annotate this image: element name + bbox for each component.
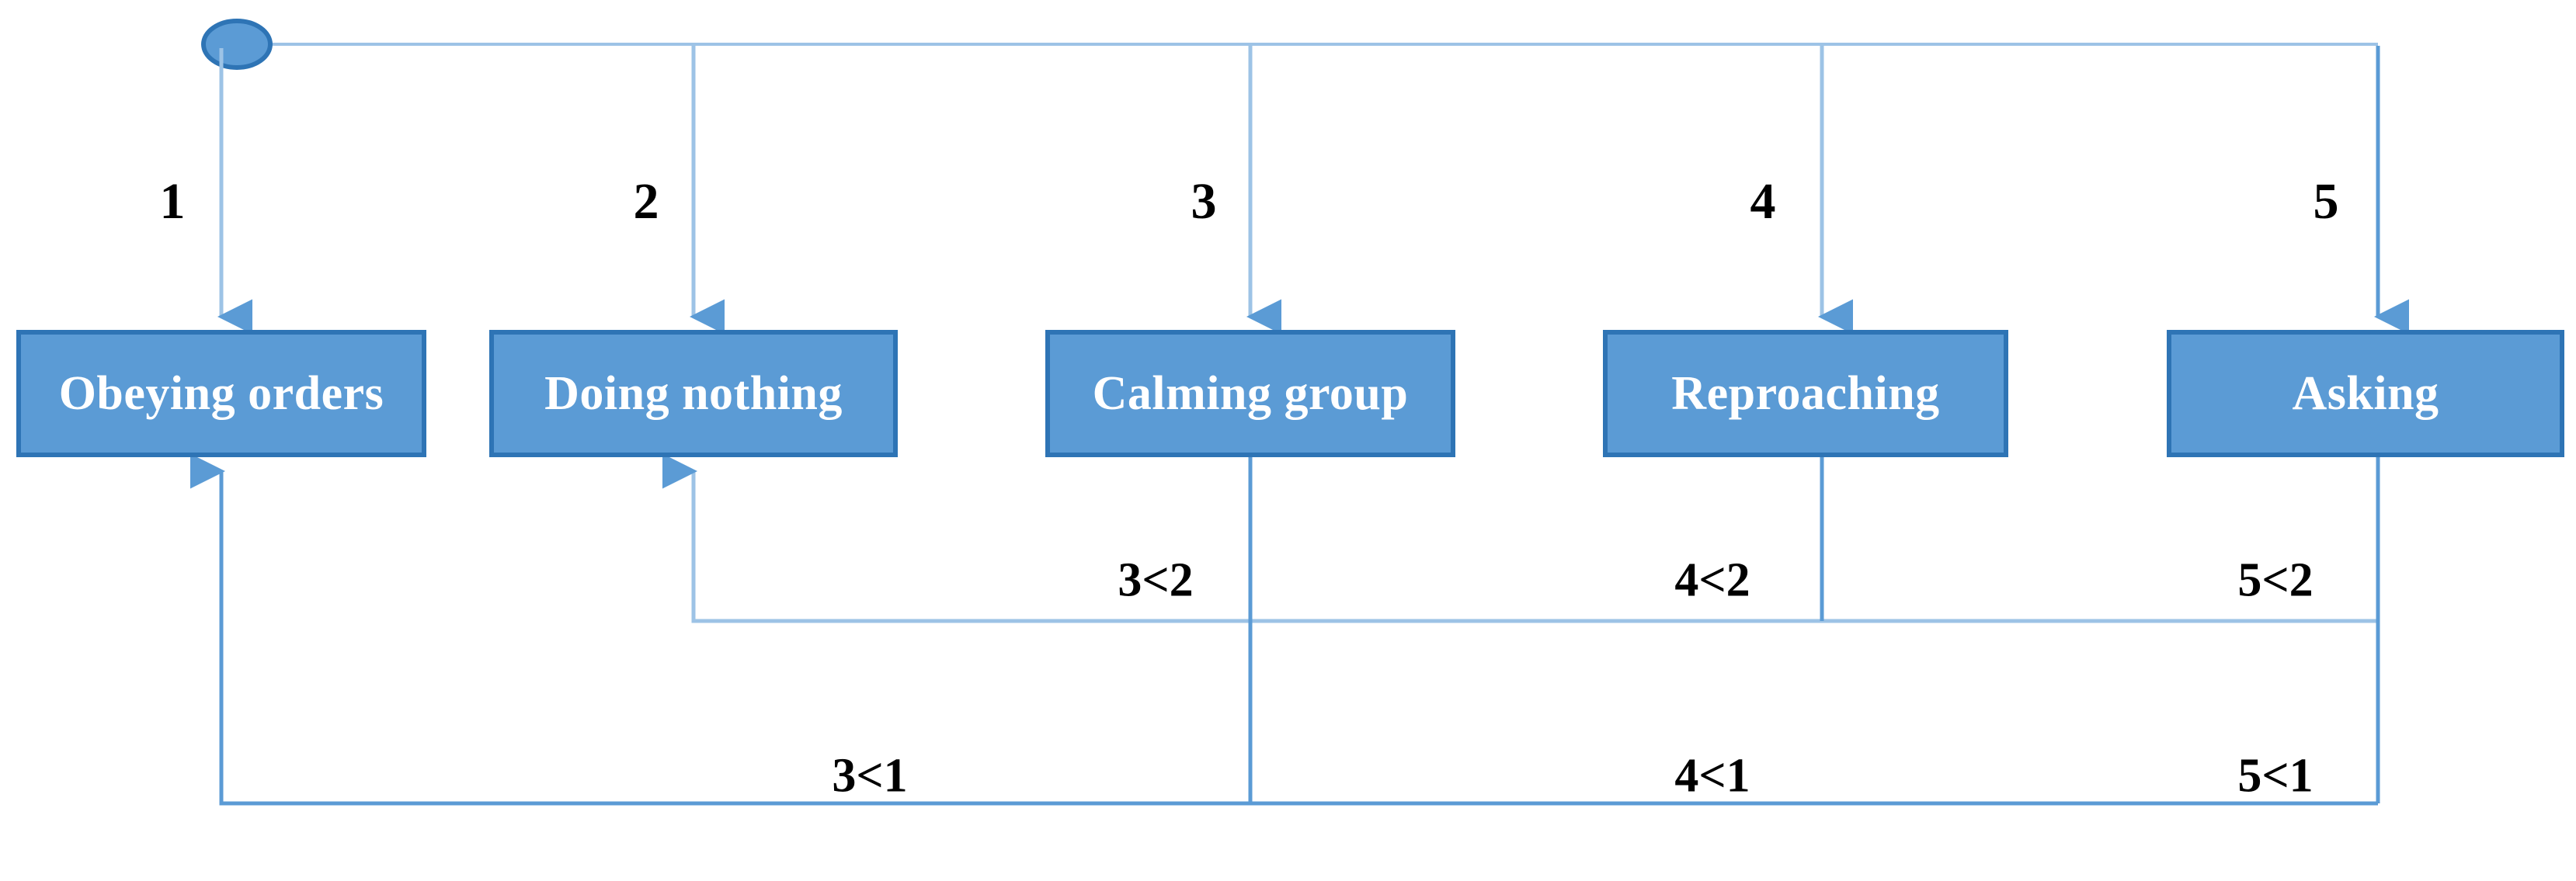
branch-number-1: 1 [159, 173, 186, 230]
node-obeying-orders[interactable]: Obeying orders [16, 330, 426, 457]
node-asking[interactable]: Asking [2167, 330, 2564, 457]
branch-number-5: 5 [2313, 173, 2339, 230]
comparison-label-5lt1: 5<1 [2237, 749, 2314, 803]
node-calming-group[interactable]: Calming group [1045, 330, 1455, 457]
return-rail-to-obeying-orders [190, 453, 2378, 806]
node-doing-nothing[interactable]: Doing nothing [489, 330, 898, 457]
node-reproaching[interactable]: Reproaching [1603, 330, 2008, 457]
comparison-label-3lt2: 3<2 [1118, 553, 1194, 607]
comparison-label-3lt1: 3<1 [832, 749, 908, 803]
branch-number-2: 2 [633, 173, 659, 230]
comparison-label-5lt2: 5<2 [2237, 553, 2314, 607]
branch-number-4: 4 [1750, 173, 1776, 230]
start-node-icon [201, 19, 273, 70]
comparison-label-4lt2: 4<2 [1674, 553, 1750, 607]
branch-number-3: 3 [1191, 173, 1217, 230]
return-rail-to-doing-nothing [662, 453, 2378, 623]
comparison-label-4lt1: 4<1 [1674, 749, 1750, 803]
